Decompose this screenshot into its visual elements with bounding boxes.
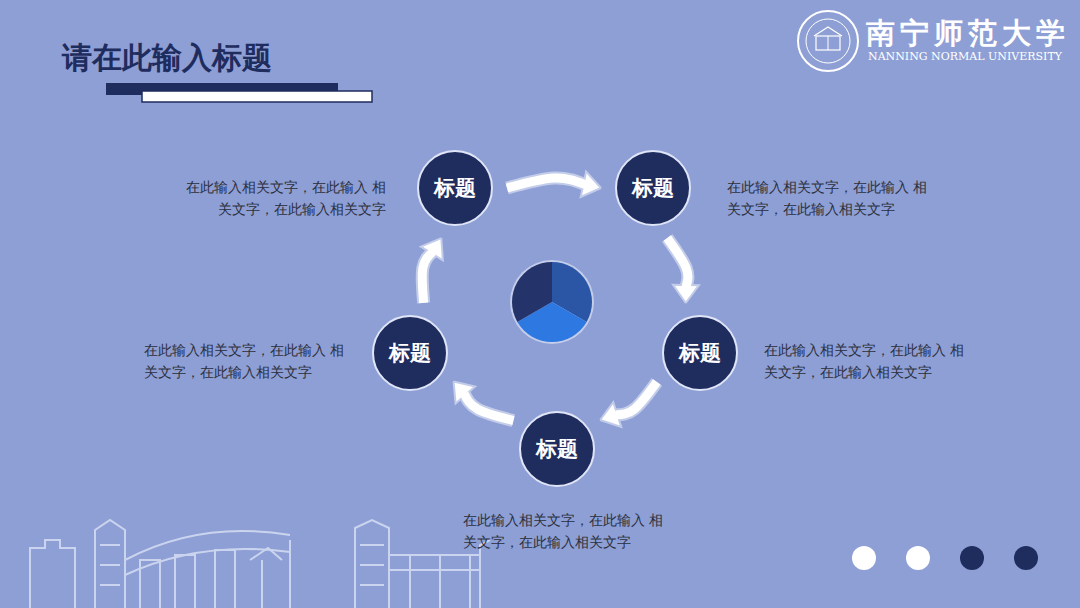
arrow-body <box>667 238 688 287</box>
arrow-body <box>422 252 433 303</box>
node-title: 标题 <box>434 174 476 202</box>
title-circle: 标题在此输入相关文字，在此输入 相关文字，在此输入相关文字 <box>372 315 448 391</box>
slide-title: 请在此输入标题 <box>62 38 272 79</box>
arrow-body <box>615 382 656 415</box>
node-title: 标题 <box>389 339 431 367</box>
cycle-arrow <box>421 238 443 303</box>
title-circle: 标题在此输入相关文字，在此输入 相关文字，在此输入相关文字 <box>519 411 595 487</box>
node-description: 在此输入相关文字，在此输入 相关文字，在此输入相关文字 <box>144 339 356 383</box>
logo-seal <box>798 11 858 71</box>
title-circle: 标题在此输入相关文字，在此输入 相关文字，在此输入相关文字 <box>417 150 493 226</box>
node-title: 标题 <box>679 339 721 367</box>
arrow-body <box>464 393 513 420</box>
arrow-outline <box>422 252 433 303</box>
building-outline <box>30 520 490 608</box>
arrow-outline <box>667 238 688 287</box>
title-circle: 标题在此输入相关文字，在此输入 相关文字，在此输入相关文字 <box>662 315 738 391</box>
arrow-outline <box>507 178 585 188</box>
arrow-outline <box>464 393 513 420</box>
arrow-head <box>673 285 699 303</box>
arrow-outline <box>615 382 656 415</box>
cycle-arrow <box>454 381 514 420</box>
page-dot <box>1014 546 1038 570</box>
node-description: 在此输入相关文字，在此输入 相关文字，在此输入相关文字 <box>463 509 675 553</box>
cycle-arrow <box>667 238 699 303</box>
node-title: 标题 <box>632 174 674 202</box>
page-dot <box>960 546 984 570</box>
center-pie <box>510 260 594 344</box>
cycle-arrow <box>600 382 657 427</box>
node-description: 在此输入相关文字，在此输入 相关文字，在此输入相关文字 <box>174 176 386 220</box>
arrow-body <box>507 178 585 188</box>
university-name-en: NANNING NORMAL UNIVERSITY <box>868 50 1062 63</box>
title-bar <box>142 91 372 102</box>
node-description: 在此输入相关文字，在此输入 相关文字，在此输入相关文字 <box>727 176 939 220</box>
page-dot <box>852 546 876 570</box>
page-dot <box>906 546 930 570</box>
university-name: 南宁师范大学 <box>866 14 1070 54</box>
cycle-arrow <box>507 172 601 197</box>
node-title: 标题 <box>536 435 578 463</box>
title-circle: 标题在此输入相关文字，在此输入 相关文字，在此输入相关文字 <box>615 150 691 226</box>
node-description: 在此输入相关文字，在此输入 相关文字，在此输入相关文字 <box>764 339 976 383</box>
